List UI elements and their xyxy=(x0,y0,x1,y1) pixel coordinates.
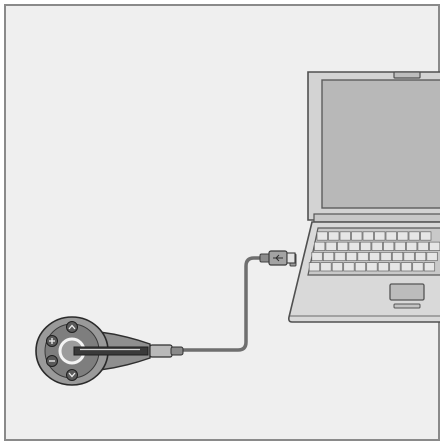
keyboard-key xyxy=(362,231,374,241)
keyboard-key xyxy=(406,241,418,251)
laptop-camera xyxy=(393,71,421,79)
remote-cable-connector xyxy=(149,344,173,358)
keyboard-key xyxy=(400,262,413,272)
laptop-touchpad xyxy=(389,283,425,301)
keyboard-key xyxy=(423,262,436,272)
keyboard-key xyxy=(337,241,349,251)
keyboard-key xyxy=(374,231,386,241)
remote-stylus xyxy=(73,346,149,356)
keyboard-key xyxy=(325,241,337,251)
keyboard-key xyxy=(383,241,395,251)
up-button xyxy=(66,321,78,333)
keyboard-key xyxy=(314,241,326,251)
keyboard-keys xyxy=(308,231,440,272)
keyboard-key xyxy=(412,262,424,272)
minus-button xyxy=(46,355,58,367)
keyboard-key xyxy=(308,262,321,272)
keyboard-key xyxy=(429,241,440,251)
laptop-screen xyxy=(321,79,440,209)
keyboard-key xyxy=(316,231,328,241)
keyboard-key xyxy=(417,241,429,251)
keyboard-key xyxy=(322,251,335,262)
down-button xyxy=(66,369,78,381)
keyboard-key xyxy=(408,231,420,241)
keyboard-key xyxy=(360,241,372,251)
keyboard-key xyxy=(311,251,323,262)
usb-symbol-icon xyxy=(273,254,283,262)
keyboard-key xyxy=(426,251,438,262)
keyboard-key xyxy=(389,262,401,272)
plus-button xyxy=(46,335,58,347)
keyboard-key xyxy=(354,262,367,272)
laptop-hinge xyxy=(313,213,440,223)
keyboard-key xyxy=(366,262,378,272)
keyboard-key xyxy=(331,262,344,272)
usb-plug xyxy=(259,250,296,266)
keyboard-key xyxy=(391,251,404,262)
keyboard-key xyxy=(339,231,351,241)
keyboard-key xyxy=(371,241,383,251)
keyboard-key xyxy=(357,251,369,262)
chevron-down-icon xyxy=(68,372,76,378)
keyboard-key xyxy=(334,251,346,262)
keyboard-key xyxy=(328,231,340,241)
keyboard-key xyxy=(368,251,381,262)
keyboard-key xyxy=(351,231,363,241)
keyboard-key xyxy=(394,241,406,251)
keyboard-key xyxy=(345,251,358,262)
keyboard-key xyxy=(377,262,390,272)
keyboard-key xyxy=(420,231,432,241)
keyboard-key xyxy=(380,251,392,262)
keyboard-key xyxy=(348,241,360,251)
keyboard-key xyxy=(403,251,415,262)
plus-icon xyxy=(49,338,55,344)
usb-cable xyxy=(178,250,296,352)
laptop xyxy=(288,71,440,323)
keyboard-key xyxy=(320,262,332,272)
remote-cable-strain-relief xyxy=(170,346,184,356)
cable-line xyxy=(178,256,264,352)
chevron-up-icon xyxy=(68,324,76,330)
keyboard-key xyxy=(397,231,409,241)
keyboard-key xyxy=(343,262,355,272)
remote-control xyxy=(35,316,184,386)
keyboard-key xyxy=(385,231,397,241)
usb-plug-connector xyxy=(286,252,296,264)
keyboard-key xyxy=(414,251,427,262)
laptop-touchpad-button xyxy=(393,303,421,309)
